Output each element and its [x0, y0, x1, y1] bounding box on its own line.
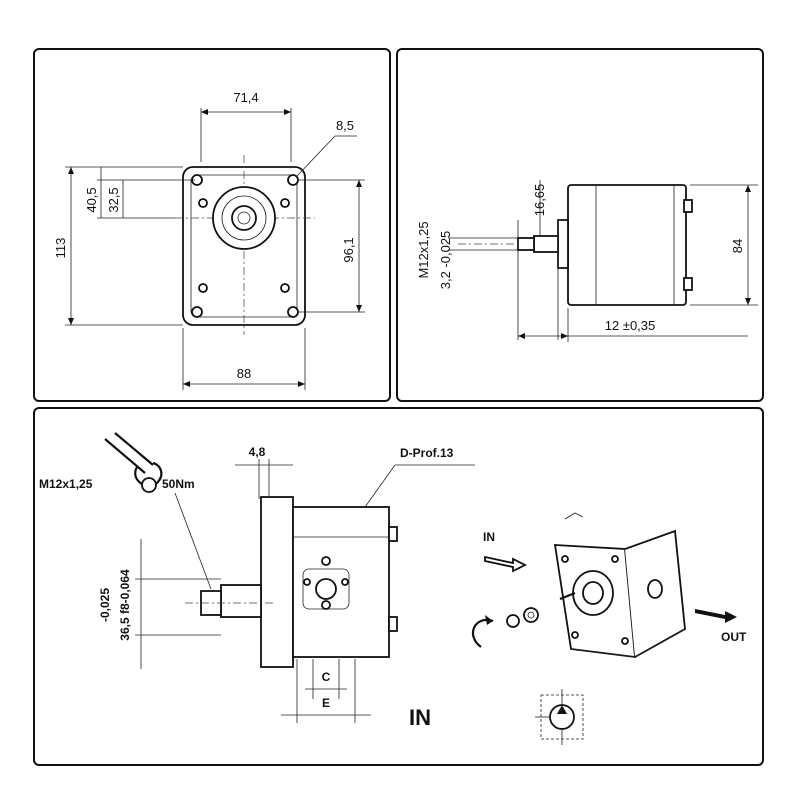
bolt-hole: [287, 174, 299, 186]
bolt-hole: [280, 198, 290, 208]
out-arrow-icon: [695, 609, 737, 623]
dim-flange-offset: 12 ±0,35: [605, 318, 656, 333]
flange-boss: [557, 219, 569, 269]
dim-flange-thickness: 4,8: [249, 445, 266, 459]
pump-body-side: [567, 184, 687, 306]
dim-total-width: 88: [237, 366, 251, 381]
in-arrow-icon: [484, 555, 528, 573]
port-label: D-Prof.13: [400, 446, 454, 460]
shaft-end-inner: [237, 211, 251, 225]
out-label: OUT: [721, 630, 747, 644]
dim-e: E: [322, 696, 330, 710]
torque-label: 50Nm: [162, 477, 195, 491]
bolt-hole: [198, 283, 208, 293]
dim-total-height: 113: [53, 238, 68, 259]
shaft-side: [533, 235, 559, 253]
dim-upper-offset: 40,5: [84, 187, 99, 212]
bolt-hole: [198, 198, 208, 208]
thread-label: M12x1,25: [39, 477, 93, 491]
bolt-head: [683, 277, 693, 291]
dim-shaft-tol: -0,025: [98, 588, 112, 622]
dim-body-height: 84: [730, 239, 745, 253]
shaft-boss-inner: [221, 195, 267, 241]
wrench-icon: [104, 432, 163, 493]
shaft-thread: [517, 237, 535, 251]
bolt-hole: [287, 306, 299, 318]
shaft-end: [231, 205, 257, 231]
bolt-head: [683, 199, 693, 213]
dim-flange-width: 71,4: [233, 90, 258, 105]
dim-thread: M12x1,25: [416, 221, 431, 278]
in-label-small: IN: [483, 530, 495, 544]
port-outline: [302, 556, 350, 610]
dim-hole-dia: 8,5: [336, 118, 354, 133]
shaft-detail: [220, 584, 262, 618]
side-view-drawing: M12x1,25 3,2 -0,025 16,65 84 12 ±0,35: [416, 180, 758, 342]
side-view-panel: M12x1,25 3,2 -0,025 16,65 84 12 ±0,35: [396, 48, 764, 402]
detail-view-drawing: M12x1,25 50Nm 4,8 D-Prof.13: [39, 432, 747, 745]
dim-c: C: [322, 670, 331, 684]
in-label-large: IN: [409, 705, 431, 730]
dim-key: 3,2 -0,025: [438, 231, 453, 290]
dim-hole-spacing: 96,1: [341, 237, 356, 262]
detail-view-panel: M12x1,25 50Nm 4,8 D-Prof.13: [33, 407, 764, 766]
hydraulic-symbol-icon: [535, 689, 584, 745]
pump-isometric: [553, 512, 686, 659]
pump-flange-detail: [260, 496, 294, 668]
front-view-panel: 71,4 8,5 40,5 32,5 113 96,1 88: [33, 48, 391, 402]
rotation-arrow-icon: [471, 618, 494, 648]
bolt-hole: [280, 283, 290, 293]
dim-upper-inner: 32,5: [106, 187, 121, 212]
dim-shaft-dia: 36,5 f8-0,064: [118, 569, 132, 641]
dim-shaft-len: 16,65: [532, 184, 547, 217]
bolt-hole: [191, 306, 203, 318]
front-view-drawing: 71,4 8,5 40,5 32,5 113 96,1 88: [53, 90, 365, 390]
bolt-holes: [191, 174, 299, 318]
